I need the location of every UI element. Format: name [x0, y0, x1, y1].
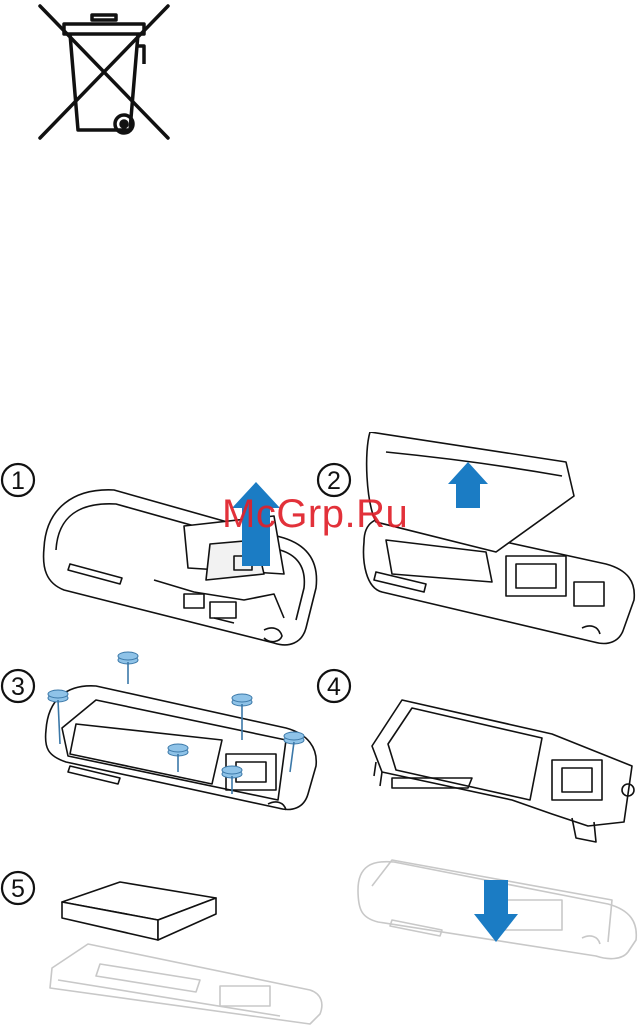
step-4-badge: 4	[316, 668, 352, 704]
step-5-badge: 5	[0, 870, 36, 906]
step-2-number: 2	[327, 467, 341, 495]
battery-removal-icon	[40, 868, 326, 1026]
step-3-number: 3	[11, 673, 25, 701]
step-1: 1	[0, 462, 36, 498]
player-back-cover-removed-icon	[356, 432, 640, 648]
step-3-illustration	[36, 644, 326, 814]
ghost-board	[50, 944, 322, 1024]
step-3-badge: 3	[0, 668, 36, 704]
weee-symbol	[36, 2, 172, 146]
watermark: McGrp.Ru	[222, 492, 408, 537]
step-4-number: 4	[327, 673, 341, 701]
battery	[62, 882, 216, 940]
player-five-screws-icon	[36, 644, 326, 814]
step-4-illustration	[352, 690, 640, 960]
step-4: 4	[316, 668, 352, 704]
player-board-separation-icon	[352, 690, 640, 960]
step-5-illustration	[40, 868, 326, 1026]
step-1-number: 1	[11, 467, 25, 495]
step-5: 5	[0, 870, 36, 906]
crossed-out-wheelie-bin-icon	[36, 2, 172, 146]
step-1-badge: 1	[0, 462, 36, 498]
step-5-number: 5	[11, 875, 25, 903]
step-2-illustration	[356, 432, 640, 648]
step-3: 3	[0, 668, 36, 704]
